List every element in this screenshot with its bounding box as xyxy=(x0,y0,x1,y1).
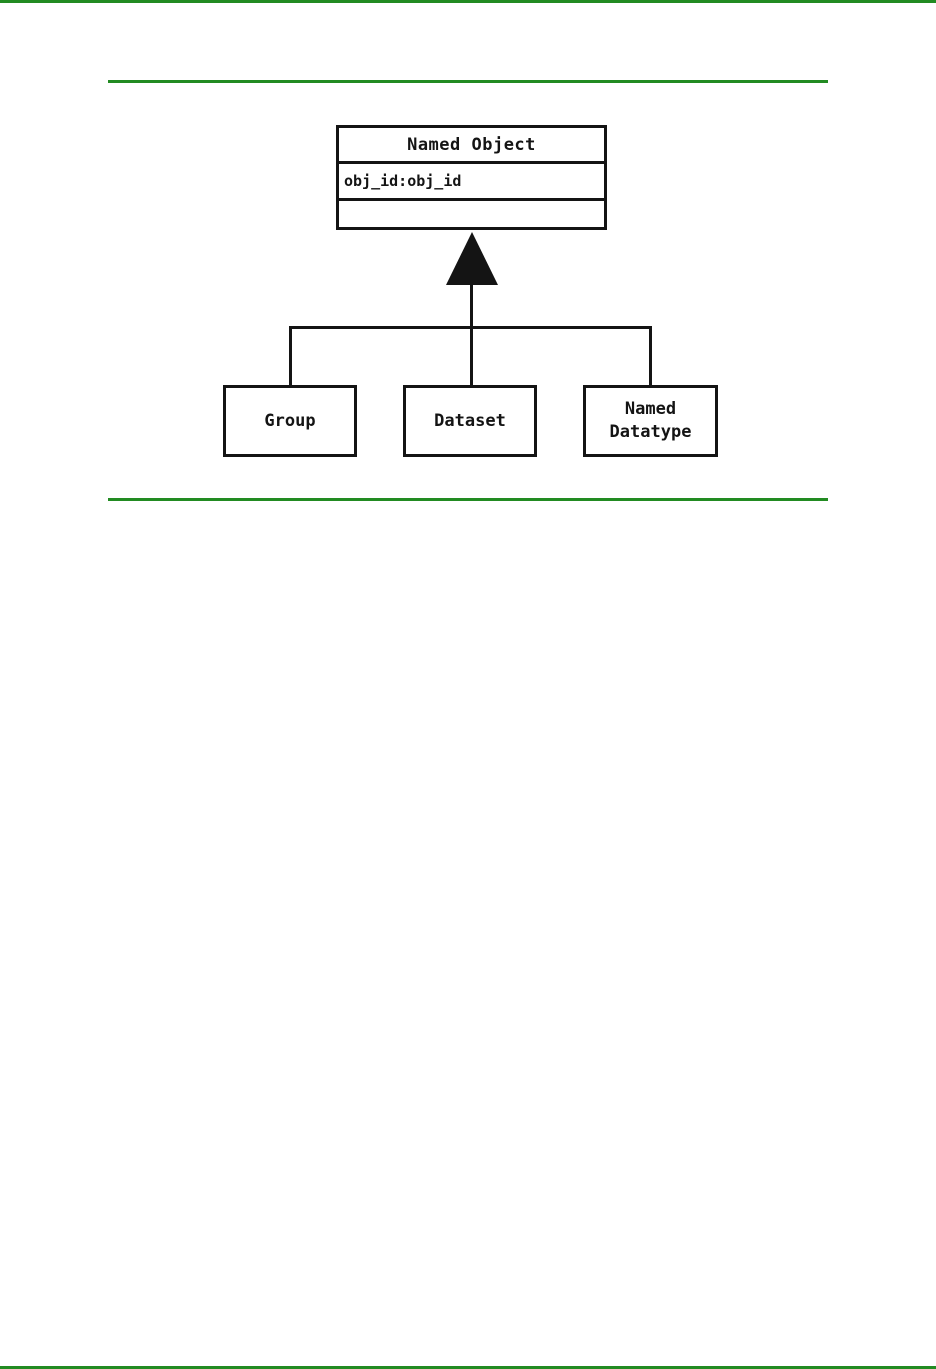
class-box-group-label: Group xyxy=(264,410,316,431)
class-box-dataset-label: Dataset xyxy=(434,410,506,431)
class-box-group: Group xyxy=(223,385,357,457)
connector-vertical-left xyxy=(289,326,292,385)
class-box-named-datatype: Named Datatype xyxy=(583,385,718,457)
class-box-named-object: Named Object obj_id:obj_id xyxy=(336,125,607,230)
class-box-named-datatype-label: Named Datatype xyxy=(609,399,692,442)
page-bottom-border xyxy=(0,1366,936,1369)
connector-vertical-right xyxy=(649,326,652,385)
inheritance-triangle-icon xyxy=(446,232,498,285)
section-divider-top xyxy=(108,80,828,83)
class-title: Named Object xyxy=(339,128,604,164)
connector-horizontal xyxy=(289,326,652,329)
class-attribute: obj_id:obj_id xyxy=(339,164,604,201)
connector-vertical-center xyxy=(470,284,473,385)
page-top-border xyxy=(0,0,936,3)
class-operations-compartment xyxy=(339,201,604,227)
class-box-dataset: Dataset xyxy=(403,385,537,457)
section-divider-bottom xyxy=(108,498,828,501)
